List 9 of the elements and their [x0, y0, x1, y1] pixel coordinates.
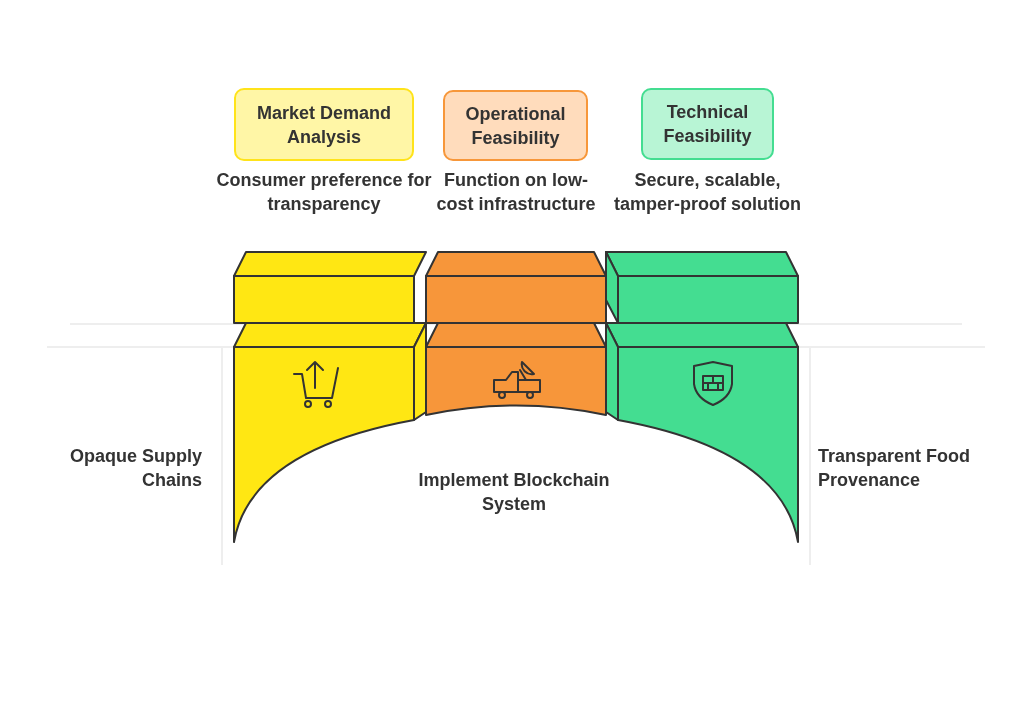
description-text: Consumer preference for transparency	[215, 169, 433, 216]
end-label: Transparent Food Provenance	[818, 445, 971, 492]
description-text: Secure, scalable, tamper-proof solution	[613, 169, 802, 216]
center-label: Implement Blockchain System	[417, 469, 611, 516]
heading-box: Market Demand Analysis	[234, 88, 414, 161]
description-text: Function on low-cost infrastructure	[435, 169, 597, 216]
heading-box: Technical Feasibility	[641, 88, 774, 160]
heading-box: Operational Feasibility	[443, 90, 588, 161]
start-label: Opaque Supply Chains	[69, 445, 202, 492]
